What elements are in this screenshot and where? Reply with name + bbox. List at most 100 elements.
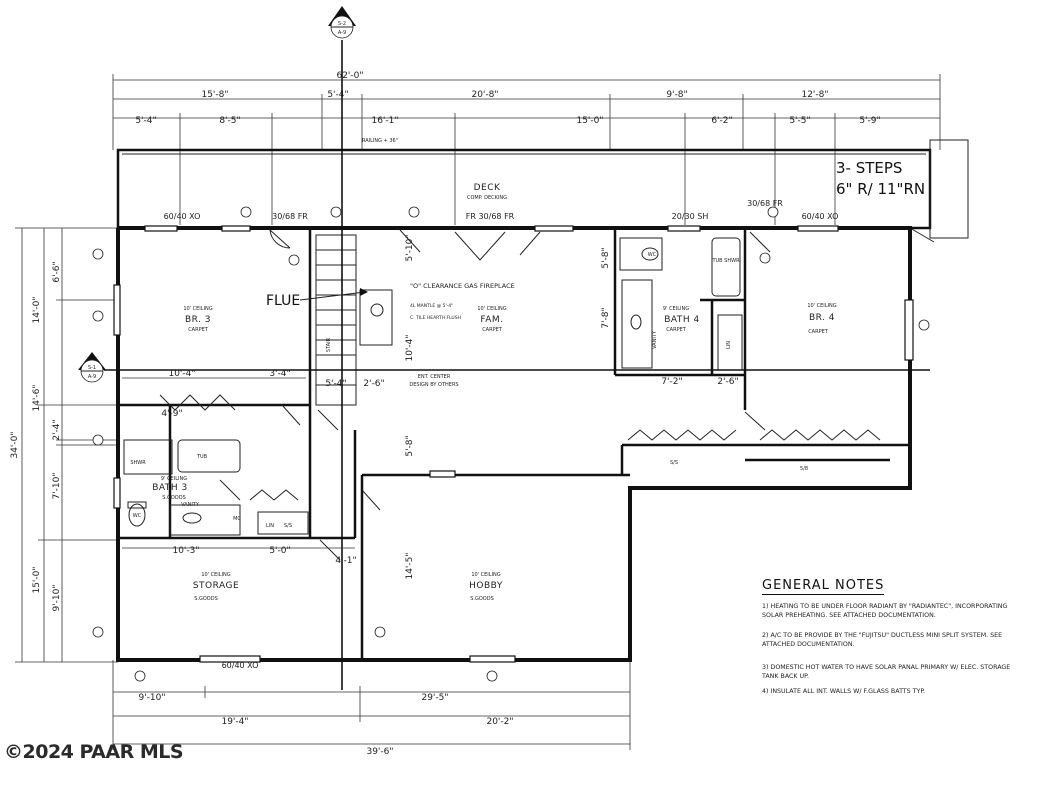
deck-subtitle: COMP. DECKING xyxy=(467,195,507,201)
section-marker-top-sheet: A-9 xyxy=(338,30,346,36)
section-marker-top: S-2 A-9 xyxy=(328,6,356,39)
deck-railing: RAILING + 36" xyxy=(362,138,398,144)
room-name: FAM. xyxy=(480,315,503,325)
room-ceiling: 10' CEILING xyxy=(201,572,230,578)
watermark: ©2024 PAAR MLS xyxy=(4,741,184,763)
room-floor: CARPET xyxy=(666,327,687,333)
windows xyxy=(113,225,914,663)
dim-label: 4'-1" xyxy=(335,556,356,566)
vanity-label: VANITY xyxy=(652,330,658,349)
stair-treads xyxy=(316,249,356,386)
fixture-labels: STAIR TUB SHWR TUB SHWR WC WC VANITY LIN… xyxy=(130,252,808,529)
tub-shower-label: TUB SHWR xyxy=(711,258,740,264)
tub-label: TUB xyxy=(196,454,208,460)
dim-label: 5'-4" xyxy=(135,116,156,126)
doors xyxy=(159,229,881,561)
window-label: 60/40 XO xyxy=(222,661,259,670)
room-name: BR. 3 xyxy=(185,315,211,325)
deck-name: DECK xyxy=(474,183,501,193)
room-name: HOBBY xyxy=(469,581,503,591)
ent-center-sub: DESIGN BY OTHERS xyxy=(409,382,458,388)
window-labels: 60/40 XO 30/68 FR FR 30/68 FR 20/30 SH 3… xyxy=(164,199,839,670)
dim-label: 2'-6" xyxy=(717,377,738,387)
dim-label: 9'-10" xyxy=(52,584,62,611)
dim-label: 3'-4" xyxy=(269,369,290,379)
room-ceiling: 10' CEILING xyxy=(471,572,500,578)
flue-label: FLUE xyxy=(266,293,301,309)
dim-label: 4'-9" xyxy=(161,409,182,419)
interior-walls xyxy=(120,230,910,660)
window-label: 20/30 SH xyxy=(672,212,709,221)
room-bath4: 9' CEILING BATH 4 CARPET xyxy=(663,306,699,333)
general-notes-title: GENERAL NOTES xyxy=(762,578,885,595)
dim-label: 5'-4" xyxy=(327,90,348,100)
room-floor: CARPET xyxy=(482,327,503,333)
room-fam: 10' CEILING FAM. CARPET xyxy=(477,306,506,333)
left-dimension-lines xyxy=(15,227,118,663)
window-label: 60/40 XO xyxy=(164,212,201,221)
room-name: STORAGE xyxy=(193,581,239,591)
dim-label: 9'-8" xyxy=(666,90,687,100)
general-note-item: 3) Domestic hot water to have solar pana… xyxy=(762,664,1011,680)
dim-label: 6'-6" xyxy=(52,261,62,282)
room-hobby: 10' CEILING HOBBY S.GOODS xyxy=(469,572,503,602)
dim-label: 7'-8" xyxy=(601,307,611,328)
ss-label: S/S xyxy=(670,460,678,466)
dim-label: 5'-8" xyxy=(405,435,415,456)
window-label: 30/68 FR xyxy=(747,199,783,208)
dim-left-inner: 6'-6" 2'-4" 7'-10" 9'-10" xyxy=(52,261,62,611)
hearth-label: C. TILE HEARTH FLUSH xyxy=(410,315,461,321)
dim-left-row: 14'-0" 14'-6" 15'-0" xyxy=(32,296,42,593)
shelf-label: 5/8 xyxy=(800,466,808,472)
exterior-walls xyxy=(116,226,912,662)
dim-label: 10'-3" xyxy=(172,546,199,556)
section-lines xyxy=(104,40,930,690)
dim-label: 5'-9" xyxy=(859,116,880,126)
dim-label: 5'-5" xyxy=(789,116,810,126)
dim-bottom: 9'-10" 29'-5" 19'-4" 20'-2" 39'-6" xyxy=(138,693,513,757)
dim-overall: 62'-0" xyxy=(336,71,363,81)
window-label: 30/68 FR xyxy=(272,212,308,221)
room-br3: 10' CEILING BR. 3 CARPET xyxy=(183,306,212,333)
dim-label: 15'-0" xyxy=(576,116,603,126)
room-ceiling: 10' CEILING xyxy=(477,306,506,312)
dim-label: 5'-4" xyxy=(325,379,346,389)
dim-label: 5'-8" xyxy=(601,247,611,268)
dim-label: 14'-6" xyxy=(32,384,42,411)
wc-label: WC xyxy=(648,252,657,258)
dim-label: 5'-0" xyxy=(269,546,290,556)
room-bath3: 9' CEILING BATH 3 S.GOODS xyxy=(152,476,187,501)
fixtures xyxy=(123,237,743,536)
window-label: FR 30/68 FR xyxy=(466,212,515,221)
section-marker-left: S-1 A-9 xyxy=(78,352,106,383)
dim-label: 5'-10" xyxy=(405,234,415,261)
dim-label: 14'-5" xyxy=(405,552,415,579)
linen-label: LIN xyxy=(726,341,732,349)
mc-label: MC xyxy=(233,516,241,522)
dim-left-overall: 34'-0" xyxy=(10,431,20,458)
shower-label: SHWR xyxy=(130,460,146,466)
dim-label: 7'-2" xyxy=(661,377,682,387)
ent-center-label: ENT. CENTER xyxy=(418,374,451,380)
vanity-label: VANITY xyxy=(181,502,200,508)
dim-label: 15'-0" xyxy=(32,566,42,593)
general-note-item: 1) Heating to be under floor radiant by … xyxy=(762,603,1008,619)
top-dimension-lines xyxy=(112,74,941,225)
room-floor: S.GOODS xyxy=(470,596,494,602)
bottom-dimension-lines xyxy=(112,660,631,750)
steps-note: 3- STEPS 6" R/ 11"RN xyxy=(836,158,925,200)
room-ceiling: 10' CEILING xyxy=(183,306,212,312)
dim-label: 20'-2" xyxy=(486,717,513,727)
room-storage: 10' CEILING STORAGE S.GOODS xyxy=(193,572,239,602)
section-marker-left-num: S-1 xyxy=(88,365,96,371)
stair-label: STAIR xyxy=(326,337,332,352)
dim-label: 14'-0" xyxy=(32,296,42,323)
dim-top-row1: 15'-8" 5'-4" 20'-8" 9'-8" 12'-8" xyxy=(201,90,828,100)
flue-circle-icon xyxy=(370,303,384,317)
room-floor: S.GOODS xyxy=(194,596,218,602)
window-tags xyxy=(92,206,930,682)
dim-label: 10'-4" xyxy=(168,369,195,379)
dim-label: 2'-4" xyxy=(52,419,62,440)
steps-note-line: 3- STEPS xyxy=(836,159,903,177)
